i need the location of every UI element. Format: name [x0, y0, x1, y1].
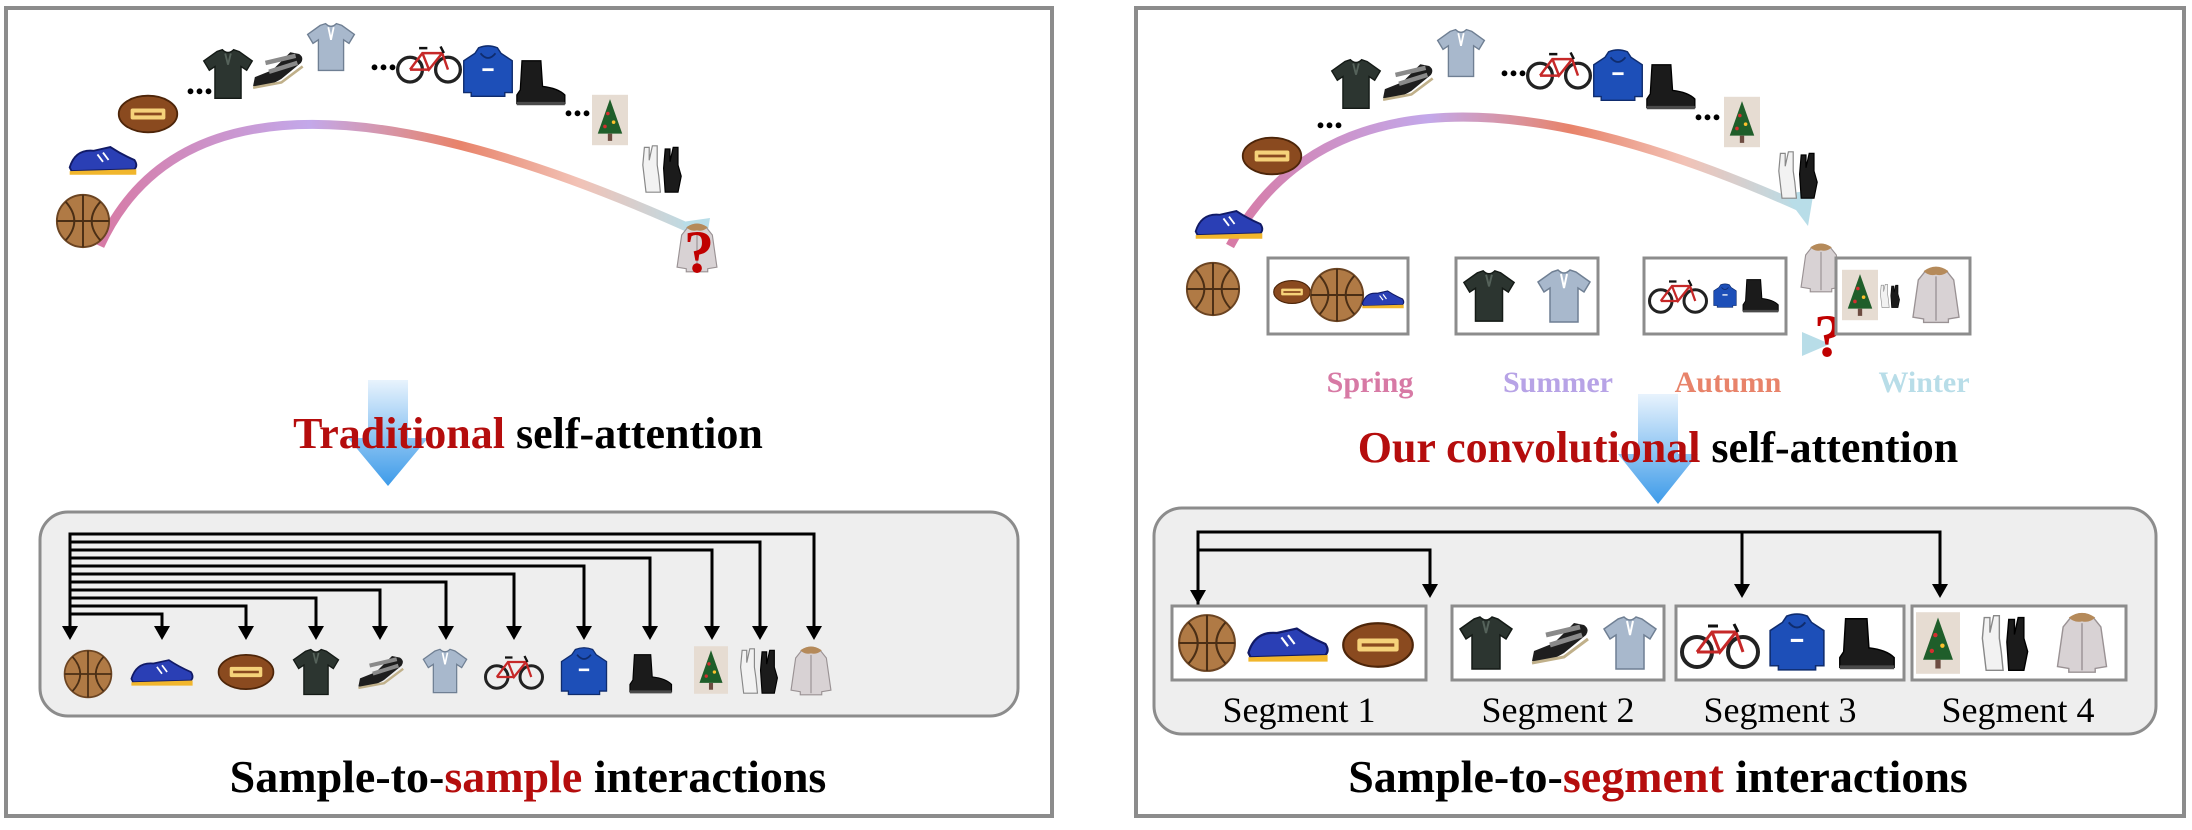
sample-connection-arrowhead	[752, 626, 768, 640]
arc-arrowhead	[1784, 190, 1814, 226]
basketball-icon	[1185, 261, 1241, 317]
segment-label-3: Segment 3	[1704, 690, 1857, 730]
group4-christmas-tree-icon	[1842, 269, 1878, 321]
season-label-summer: Summer	[1503, 366, 1613, 399]
basketball-icon	[55, 193, 111, 249]
sample-christmas-tree-icon	[694, 646, 728, 694]
right-diagram: ... ... ... ?	[1152, 28, 2158, 802]
sample-connection-arrowhead	[506, 626, 522, 640]
football-icon	[1241, 136, 1303, 176]
right-panel: ... ... ... ?	[1134, 6, 2186, 818]
sample-connection-arrowhead	[642, 626, 658, 640]
gloves-icon	[642, 145, 682, 193]
sample-connection-arrowhead	[576, 626, 592, 640]
sample-connection-arrowhead	[308, 626, 324, 640]
light-shirt-icon	[1436, 28, 1486, 78]
gloves-icon	[1778, 151, 1818, 199]
segment-label-2: Segment 2	[1482, 690, 1635, 730]
sample-connection-arrowhead	[238, 626, 254, 640]
sample-connections	[62, 532, 822, 640]
sample-connection-arrowhead	[806, 626, 822, 640]
left-panel: ... ... ... ? Traditional self-attention	[4, 6, 1054, 818]
bicycle-icon	[1526, 50, 1592, 90]
bicycle-icon	[396, 44, 462, 84]
football-icon	[117, 94, 179, 134]
sandal-icon	[1383, 64, 1433, 99]
sample-connection-arrowhead	[372, 626, 388, 640]
segment-label-1: Segment 1	[1223, 690, 1376, 730]
down-arrow	[1618, 394, 1698, 504]
timeline-arc	[95, 120, 700, 248]
seg1-basketball-icon	[1178, 614, 1236, 672]
group1-football-icon	[1272, 279, 1312, 305]
sample-connection-arrowhead	[62, 626, 78, 640]
segment-label-4: Segment 4	[1942, 690, 2095, 730]
ellipsis-2: ...	[1500, 44, 1527, 84]
christmas-tree-icon	[1724, 96, 1760, 148]
timeline-arc	[1226, 112, 1800, 249]
sample-connection-arrowhead	[438, 626, 454, 640]
ellipsis-1: ...	[1316, 96, 1343, 136]
christmas-tree-icon	[592, 94, 628, 146]
sample-basketball-icon	[63, 649, 113, 699]
sandal-icon	[253, 52, 303, 87]
sample-connection-arrowhead	[704, 626, 720, 640]
connection-segment-2	[1198, 548, 1432, 588]
season-label-spring: Spring	[1327, 366, 1414, 399]
sample-football-icon	[217, 653, 275, 691]
season-label-winter: Winter	[1878, 366, 1969, 399]
ellipsis-3: ...	[564, 84, 591, 124]
segment-connections	[1196, 530, 1942, 610]
light-shirt-icon	[306, 22, 356, 72]
sample-connection-line	[68, 612, 164, 628]
question-mark: ?	[684, 219, 714, 285]
sample-connection-arrowhead	[154, 626, 170, 640]
connection-segment-4	[1198, 530, 1942, 588]
left-diagram: ... ... ... ? Traditional self-attention	[38, 22, 1020, 802]
left-caption: Sample-to-sample interactions	[230, 751, 827, 802]
ellipsis-2: ...	[370, 38, 397, 78]
down-arrow	[348, 380, 428, 486]
group1-basketball-icon	[1309, 267, 1365, 323]
right-caption: Sample-to-segment interactions	[1348, 751, 1968, 802]
ellipsis-3: ...	[1694, 88, 1721, 128]
seg4-christmas-tree-icon	[1916, 612, 1960, 674]
seg1-football-icon	[1341, 621, 1415, 669]
hoodie-icon	[1592, 48, 1644, 102]
sneaker-icon	[68, 146, 138, 176]
season-label-autumn: Autumn	[1675, 366, 1782, 399]
hoodie-icon	[462, 44, 514, 98]
baseline-arrowhead	[1802, 332, 1830, 356]
boot-icon	[1645, 62, 1697, 110]
segment-arrowheads	[1190, 584, 1948, 604]
boot-icon	[515, 58, 567, 106]
season-groups	[1266, 256, 1972, 336]
left-title: Traditional self-attention	[293, 409, 763, 458]
right-title: Our convolutional self-attention	[1358, 423, 1959, 472]
segment-row	[1170, 604, 2128, 682]
